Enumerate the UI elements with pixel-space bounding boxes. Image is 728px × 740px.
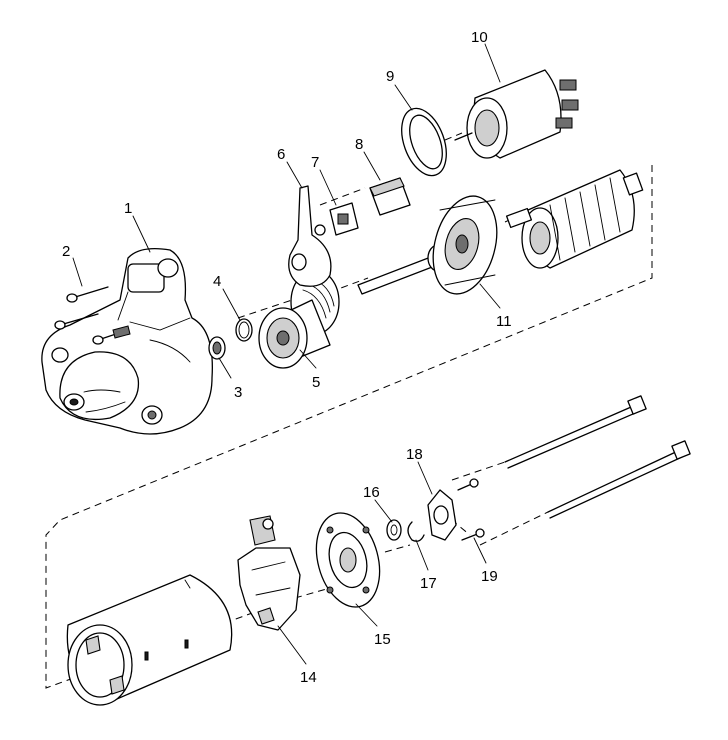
callout-15: 15 — [374, 631, 391, 648]
circlip — [407, 521, 425, 542]
callout-4: 4 — [213, 273, 221, 290]
callout-9: 9 — [386, 68, 394, 85]
callout-6: 6 — [277, 146, 285, 163]
retaining-ring — [235, 318, 253, 342]
armature — [505, 169, 644, 269]
callout-7: 7 — [311, 154, 319, 171]
callout-18: 18 — [406, 446, 423, 463]
callout-19: 19 — [481, 568, 498, 585]
callout-8: 8 — [355, 136, 363, 153]
pinion-clutch-assembly — [258, 269, 340, 369]
rubber-block — [369, 177, 411, 216]
end-cap — [427, 489, 457, 541]
brush-holder — [237, 515, 301, 631]
callout-5: 5 — [312, 374, 320, 391]
callout-1: 1 — [124, 200, 132, 217]
callout-10: 10 — [471, 29, 488, 46]
leader-lines — [72, 43, 501, 665]
bearing — [208, 336, 226, 360]
armature-drive-shaft — [357, 195, 498, 295]
end-cap-screws — [457, 478, 485, 541]
lever-pivot — [329, 202, 359, 236]
callout-16: 16 — [363, 484, 380, 501]
callout-2: 2 — [62, 243, 70, 260]
solenoid-switch — [454, 69, 579, 159]
solenoid-gasket — [401, 107, 447, 177]
callout-11: 11 — [496, 313, 512, 330]
callout-labels: 1 2 3 4 5 6 7 8 9 10 11 14 15 16 17 18 1… — [62, 29, 512, 686]
callout-17: 17 — [420, 575, 437, 592]
washer — [386, 519, 402, 541]
commutator-end-cover — [315, 512, 381, 608]
shift-lever — [288, 185, 332, 287]
field-frame-yoke — [66, 574, 233, 706]
callout-14: 14 — [300, 669, 317, 686]
drive-end-housing — [41, 247, 213, 435]
callout-3: 3 — [234, 384, 242, 401]
housing-bolts — [54, 286, 131, 345]
through-bolts — [504, 395, 691, 519]
